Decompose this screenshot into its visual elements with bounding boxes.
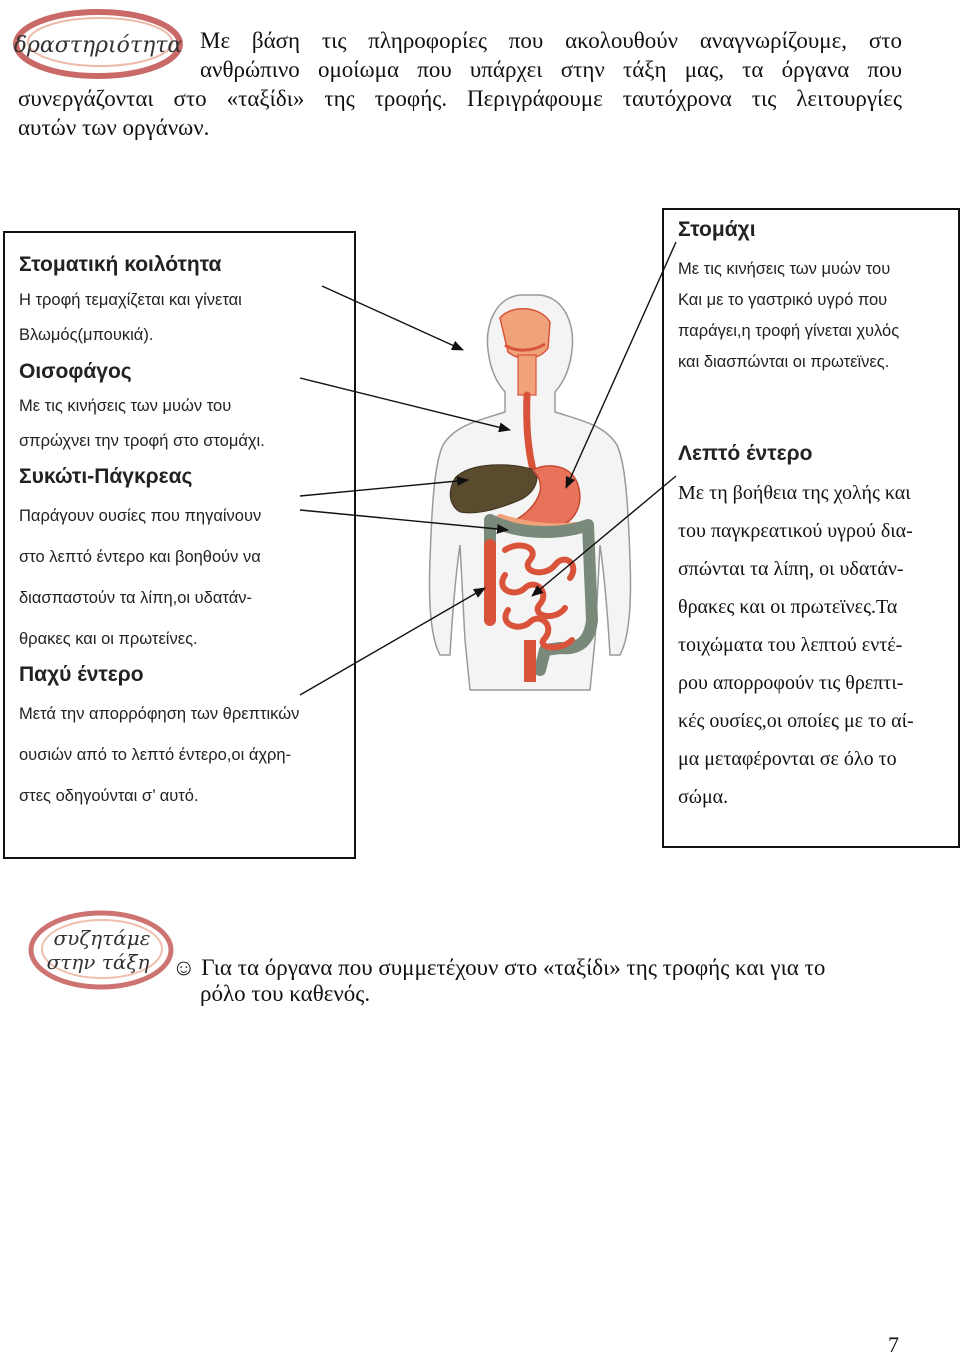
arrow-small-intestine bbox=[531, 475, 677, 597]
right-info-box: Στομάχι Με τις κινήσεις των μυών του Και… bbox=[662, 208, 960, 848]
intro-line-4: αυτών των οργάνων. bbox=[18, 115, 210, 140]
esophagus-line-2: σπρώχνει την τροφή στο στομάχι. bbox=[19, 432, 265, 450]
arrow-liver bbox=[299, 476, 469, 497]
liver-pancreas-line-3: διασπαστούν τα λίπη,οι υδατάν- bbox=[19, 589, 252, 607]
mouth-title: Στοματική κοιλότητα bbox=[19, 253, 222, 276]
activity-logo: δραστηριότητα bbox=[12, 4, 184, 80]
intro-line-3: συνεργάζονται στο «ταξίδι» της τροφής. Π… bbox=[18, 86, 902, 111]
activity-logo-label: δραστηριότητα bbox=[14, 33, 183, 58]
arrow-mouth bbox=[321, 285, 464, 351]
small-intestine-line-5: τοιχώματα του λεπτού εντέ- bbox=[678, 634, 903, 656]
large-intestine-title: Παχύ έντερο bbox=[19, 663, 144, 686]
liver bbox=[449, 464, 538, 514]
small-intestine-title: Λεπτό έντερο bbox=[678, 442, 813, 465]
mouth-line-1: Η τροφή τεμαχίζεται και γίνεται bbox=[19, 291, 242, 309]
esophagus-tube bbox=[523, 391, 537, 474]
small-intestine-line-2: του παγκρεατικού υγρού δια- bbox=[678, 520, 913, 542]
stomach-title: Στομάχι bbox=[678, 218, 756, 241]
intro-line-2: ανθρώπινο ομοίωμα που υπάρχει στην τάξη … bbox=[200, 57, 902, 82]
small-intestine-line-1: Με τη βοήθεια της χολής και bbox=[678, 482, 911, 504]
large-intestine-line-3: στες οδηγούνται σ’ αυτό. bbox=[19, 787, 199, 805]
page-number: 7 bbox=[888, 1332, 899, 1357]
esophagus-line-1: Με τις κινήσεις των μυών του bbox=[19, 397, 232, 415]
large-intestine bbox=[484, 514, 598, 676]
discussion-prompt: ☺ Για τα όργανα που συμμετέχουν στο «ταξ… bbox=[172, 955, 912, 1007]
discussion-line-2: ρόλο του καθενός. bbox=[200, 981, 371, 1006]
discussion-line-1: Για τα όργανα που συμμετέχουν στο «ταξίδ… bbox=[201, 955, 826, 980]
small-intestine-line-7: κές ουσίες,οι οποίες με το αί- bbox=[678, 710, 914, 732]
stomach-line-1: Με τις κινήσεις των μυών του bbox=[678, 260, 891, 278]
discuss-logo: συζητάμε στην τάξη bbox=[26, 905, 176, 995]
smiley-icon: ☺ bbox=[172, 955, 196, 980]
small-intestine-line-3: σπώνται τα λίπη, οι υδατάν- bbox=[678, 558, 904, 580]
liver-pancreas-title: Συκώτι-Πάγκρεας bbox=[19, 465, 193, 488]
liver-pancreas-line-2: στο λεπτό έντερο και βοηθούν να bbox=[19, 548, 261, 566]
small-intestine-line-8: μα μεταφέρονται σε όλο το bbox=[678, 748, 897, 770]
stomach-line-3: παράγει,η τροφή γίνεται χυλός bbox=[678, 322, 900, 340]
liver-pancreas-line-1: Παράγουν ουσίες που πηγαίνουν bbox=[19, 507, 262, 525]
digestive-system-diagram bbox=[299, 241, 677, 696]
arrow-pancreas bbox=[299, 509, 509, 534]
liver-pancreas-line-4: θρακες και οι πρωτείνες. bbox=[19, 630, 198, 648]
arrow-large-intestine bbox=[299, 587, 486, 696]
mouth-line-2: Βλωμός(μπουκιά). bbox=[19, 326, 154, 344]
discuss-logo-line-1: συζητάμε bbox=[54, 926, 151, 950]
small-intestine-line-4: θρακες και οι πρωτεϊνες.Τα bbox=[678, 596, 898, 618]
esophagus-title: Οισοφάγος bbox=[19, 360, 132, 383]
small-intestine-line-9: σώμα. bbox=[678, 786, 729, 808]
large-intestine-line-1: Μετά την απορρόφηση των θρεπτικών bbox=[19, 705, 300, 723]
stomach-line-2: Και με το γαστρικό υγρό που bbox=[678, 291, 888, 309]
rectum bbox=[524, 640, 536, 682]
discuss-logo-line-2: στην τάξη bbox=[47, 950, 150, 974]
arrow-stomach bbox=[565, 241, 677, 489]
small-intestine-line-6: ρου απορροφούν τις θρεπτι- bbox=[678, 672, 904, 694]
left-info-box: Στοματική κοιλότητα Η τροφή τεμαχίζεται … bbox=[3, 231, 356, 859]
stomach-line-4: και διασπώνται οι πρωτεϊνες. bbox=[678, 353, 890, 371]
arrow-esophagus bbox=[299, 377, 511, 433]
intro-line-1: Με βάση τις πληροφορίες που ακολουθούν α… bbox=[200, 28, 902, 53]
large-intestine-line-2: ουσιών από το λεπτό έντερο,οι άχρη- bbox=[19, 746, 292, 764]
intro-paragraph: Με βάση τις πληροφορίες που ακολουθούν α… bbox=[18, 26, 902, 142]
mouth-cavity bbox=[499, 307, 551, 396]
